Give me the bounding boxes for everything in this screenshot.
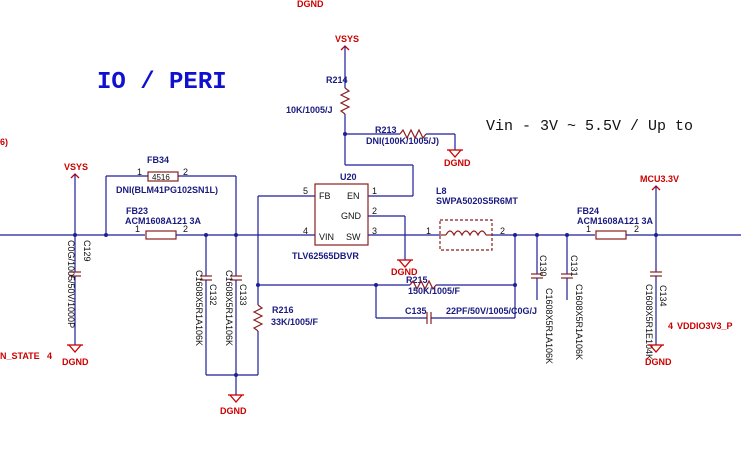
- resistor-r214[interactable]: R214 10K/1005/J: [286, 60, 351, 165]
- vddio-label: VDDIO3V3_P: [677, 321, 733, 331]
- svg-text:1: 1: [137, 167, 142, 177]
- svg-text:4: 4: [303, 226, 308, 236]
- svg-text:5: 5: [303, 186, 308, 196]
- svg-text:DGND: DGND: [645, 357, 672, 367]
- svg-text:L8: L8: [436, 186, 447, 196]
- svg-text:DNI(BLM41PG102SN1L): DNI(BLM41PG102SN1L): [116, 185, 218, 195]
- vddio-pin: 4: [668, 321, 673, 331]
- junction-fb34-left: [104, 233, 108, 237]
- svg-text:2: 2: [183, 167, 188, 177]
- svg-text:SW: SW: [346, 232, 361, 242]
- svg-text:33K/1005/F: 33K/1005/F: [271, 317, 319, 327]
- svg-text:U20: U20: [340, 172, 357, 182]
- svg-text:GND: GND: [341, 211, 362, 221]
- svg-text:VIN: VIN: [319, 232, 334, 242]
- svg-text:C135: C135: [405, 306, 427, 316]
- gnd-symbol-c129: DGND: [62, 344, 89, 367]
- svg-text:C1608X5R1E104K: C1608X5R1E104K: [644, 284, 654, 360]
- capacitor-c133[interactable]: C133 C1608X5R1A106K: [224, 235, 248, 395]
- svg-text:DGND: DGND: [62, 357, 89, 367]
- page-title: IO / PERI: [97, 69, 227, 96]
- capacitor-c131[interactable]: C131 C1608X5R1A106K: [561, 235, 584, 360]
- ferrite-fb24[interactable]: FB24 ACM1608A121 3A 1 2: [577, 206, 741, 240]
- svg-text:C134: C134: [658, 285, 668, 307]
- svg-text:R213: R213: [375, 125, 397, 135]
- svg-text:MCU3.3V: MCU3.3V: [640, 174, 679, 184]
- resistor-r216[interactable]: R216 33K/1005/F: [252, 283, 319, 375]
- gnd-symbol-c134: DGND: [645, 344, 672, 367]
- capacitor-c135[interactable]: C135 22PF/50V/1005/C0G/J: [375, 285, 537, 324]
- capacitor-c130[interactable]: C130 C1608X5R1A106K: [531, 235, 554, 364]
- svg-text:C1608X5R1A106K: C1608X5R1A106K: [574, 284, 584, 360]
- junction-gnd-bus: [234, 373, 238, 377]
- vin-range-note: Vin - 3V ~ 5.5V / Up to: [486, 118, 693, 135]
- svg-text:1: 1: [586, 224, 591, 234]
- dgnd-label-top: DGND: [297, 0, 324, 9]
- svg-text:10K/1005/J: 10K/1005/J: [286, 105, 333, 115]
- svg-text:C133: C133: [238, 284, 248, 306]
- gnd-symbol-main: DGND: [220, 394, 247, 416]
- gnd-symbol-u20: DGND: [391, 259, 418, 277]
- gnd-symbol-r213: DGND: [444, 149, 471, 168]
- inductor-l8[interactable]: L8 SWPA5020S5R6MT 1 2: [426, 186, 595, 251]
- svg-text:DGND: DGND: [391, 267, 418, 277]
- resistor-r213[interactable]: R213 DNI(100K/1005/J): [345, 125, 456, 150]
- resistor-r215[interactable]: R215 150K/1005/F: [406, 275, 515, 296]
- mcu33-symbol: MCU3.3V: [640, 174, 679, 235]
- capacitor-c129[interactable]: C129 C0G/1005/50V/1000P: [66, 235, 92, 345]
- svg-text:R216: R216: [272, 305, 294, 315]
- vsys-symbol-left: VSYS: [64, 162, 88, 235]
- svg-text:C130: C130: [538, 255, 548, 277]
- svg-text:1: 1: [135, 224, 140, 234]
- svg-text:2: 2: [183, 224, 188, 234]
- capacitor-c134[interactable]: C134 C1608X5R1E104K: [644, 235, 668, 360]
- svg-text:C1608X5R1A106K: C1608X5R1A106K: [544, 288, 554, 364]
- svg-text:FB24: FB24: [577, 206, 599, 216]
- svg-text:FB: FB: [319, 191, 331, 201]
- svg-text:3: 3: [372, 226, 377, 236]
- svg-text:DGND: DGND: [444, 158, 471, 168]
- svg-text:VSYS: VSYS: [64, 162, 88, 172]
- svg-text:4516: 4516: [152, 173, 170, 182]
- svg-text:FB23: FB23: [126, 206, 148, 216]
- capacitor-c132[interactable]: C132 C1608X5R1A106K: [194, 235, 218, 375]
- svg-text:EN: EN: [347, 191, 360, 201]
- vsys-symbol-top: VSYS: [335, 34, 359, 60]
- svg-text:1: 1: [426, 226, 431, 236]
- svg-text:C131: C131: [569, 255, 579, 277]
- svg-text:DGND: DGND: [220, 406, 247, 416]
- svg-text:R214: R214: [326, 75, 348, 85]
- svg-text:DNI(100K/1005/J): DNI(100K/1005/J): [366, 136, 439, 146]
- svg-text:TLV62565DBVR: TLV62565DBVR: [292, 251, 359, 261]
- svg-text:VSYS: VSYS: [335, 34, 359, 44]
- left-sheet-ref: 6): [0, 137, 8, 147]
- svg-text:ACM1608A121 3A: ACM1608A121 3A: [125, 216, 202, 226]
- svg-text:22PF/50V/1005/C0G/J: 22PF/50V/1005/C0G/J: [446, 306, 537, 316]
- svg-text:150K/1005/F: 150K/1005/F: [408, 286, 461, 296]
- svg-text:C0G/1005/50V/1000P: C0G/1005/50V/1000P: [66, 240, 76, 328]
- svg-text:C132: C132: [208, 284, 218, 306]
- svg-text:C129: C129: [82, 240, 92, 262]
- enable-state-pin: 4: [47, 351, 52, 361]
- svg-text:SWPA5020S5R6MT: SWPA5020S5R6MT: [436, 196, 518, 206]
- svg-text:ACM1608A121 3A: ACM1608A121 3A: [577, 216, 654, 226]
- svg-text:FB34: FB34: [147, 155, 169, 165]
- ferrite-fb34[interactable]: FB34 1 2 4516 DNI(BLM41PG102SN1L): [105, 155, 237, 235]
- ferrite-fb23[interactable]: FB23 ACM1608A121 3A 1 2: [125, 206, 315, 240]
- svg-text:R215: R215: [406, 275, 428, 285]
- ic-u20[interactable]: U20 FB EN GND VIN SW 5 1 2 4 3 TLV62565D…: [292, 172, 377, 261]
- svg-text:1: 1: [372, 186, 377, 196]
- svg-text:2: 2: [372, 206, 377, 216]
- enable-state-label: N_STATE: [0, 351, 40, 361]
- svg-text:C1608X5R1A106K: C1608X5R1A106K: [194, 270, 204, 346]
- junction-r215-out: [513, 283, 517, 287]
- svg-text:C1608X5R1A106K: C1608X5R1A106K: [224, 270, 234, 346]
- svg-text:2: 2: [634, 224, 639, 234]
- svg-text:2: 2: [500, 226, 505, 236]
